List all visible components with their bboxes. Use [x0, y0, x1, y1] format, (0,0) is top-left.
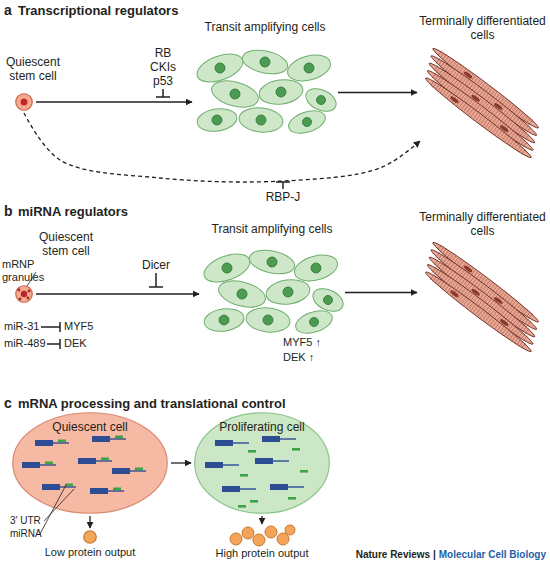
transit-amplifying-cells — [193, 46, 339, 137]
fiber-cluster: Terminally differentiated cells — [420, 52, 545, 155]
callout-text: 3′ UTR — [10, 515, 41, 527]
node-label: Low protein output — [30, 546, 150, 559]
cell-cluster: Transit amplifying cells — [195, 50, 335, 135]
protein-dot — [285, 525, 295, 535]
journal-name: Nature Reviews | — [356, 549, 436, 560]
cell-cluster: Transit amplifying cells — [202, 250, 342, 335]
node-shape — [16, 94, 33, 111]
stem-cell: Quiescent stem cell — [15, 285, 33, 303]
transit-amplifying-cells — [200, 246, 346, 337]
protein-dot — [253, 534, 265, 546]
node-label: Transit amplifying cells — [175, 20, 355, 34]
node-outline — [15, 285, 33, 303]
protein-dot — [277, 533, 289, 545]
stem-cell: Quiescent stem cell — [15, 93, 33, 111]
node-label: Quiescent stem cell — [3, 55, 63, 83]
arrow-connector — [24, 113, 420, 182]
mirna-name: miR-31 — [4, 320, 39, 333]
node-label: Proliferating cell — [194, 420, 330, 434]
gene-name: DEK ↑ — [283, 351, 314, 364]
protein-cluster — [230, 525, 295, 546]
arrow-connector — [261, 516, 262, 524]
callout-text: mRNP granules — [2, 258, 47, 284]
node-shape — [16, 286, 33, 303]
protein-dot — [242, 527, 254, 539]
journal-name: Molecular Cell Biology — [439, 549, 546, 560]
gene-name: DEK — [64, 337, 87, 350]
node-label: Terminally differentiated cells — [415, 14, 550, 42]
muscle-fibers — [413, 239, 550, 355]
panel-letter: b — [4, 203, 13, 219]
inhibitor-label: RB CKIs p53 — [143, 46, 183, 88]
node-label: Quiescent stem cell — [38, 230, 94, 258]
protein-dot: Low protein output — [83, 530, 97, 544]
arrow-connector — [171, 462, 191, 463]
node-label: Quiescent cell — [12, 420, 168, 434]
muscle-fibers — [413, 45, 550, 161]
cell-ellipse: Proliferating cell — [194, 412, 330, 514]
inhibitor-label: Dicer — [136, 258, 176, 272]
panel-title: Transcriptional regulators — [18, 3, 178, 18]
protein-cluster: High protein output — [228, 526, 296, 546]
cell-ellipse: Quiescent cell — [12, 412, 168, 514]
credit-line: Nature Reviews |Molecular Cell Biology — [356, 549, 546, 560]
callout-text: miRNA — [10, 528, 42, 540]
panel-letter: c — [4, 395, 12, 411]
node-outline — [15, 93, 33, 111]
protein-dot — [265, 526, 277, 538]
arrow-connector — [36, 101, 192, 102]
node-label: Transit amplifying cells — [182, 222, 362, 236]
panel-title: miRNA regulators — [18, 204, 128, 219]
gene-name: MYF5 ↑ — [283, 336, 321, 349]
protein-dot — [230, 533, 242, 545]
inhibitor-label: RBP-J — [262, 190, 304, 204]
arrow-connector — [89, 516, 90, 528]
fiber-cluster: Terminally differentiated cells — [420, 246, 545, 349]
node-label: High protein output — [202, 547, 322, 560]
arrow-connector — [345, 292, 417, 293]
node-shape — [84, 531, 97, 544]
inhibition-bar — [41, 89, 290, 349]
node-outline — [83, 530, 97, 544]
gene-name: MYF5 — [64, 320, 93, 333]
node-label: Terminally differentiated cells — [415, 210, 550, 238]
panel-title: mRNA processing and translational contro… — [18, 396, 286, 411]
arrow-connector — [338, 92, 417, 93]
panel-letter: a — [4, 2, 12, 18]
arrow-connector — [36, 293, 199, 294]
node-shape — [195, 413, 330, 514]
node-shape — [13, 413, 168, 514]
mirna-name: miR-489 — [4, 337, 46, 350]
